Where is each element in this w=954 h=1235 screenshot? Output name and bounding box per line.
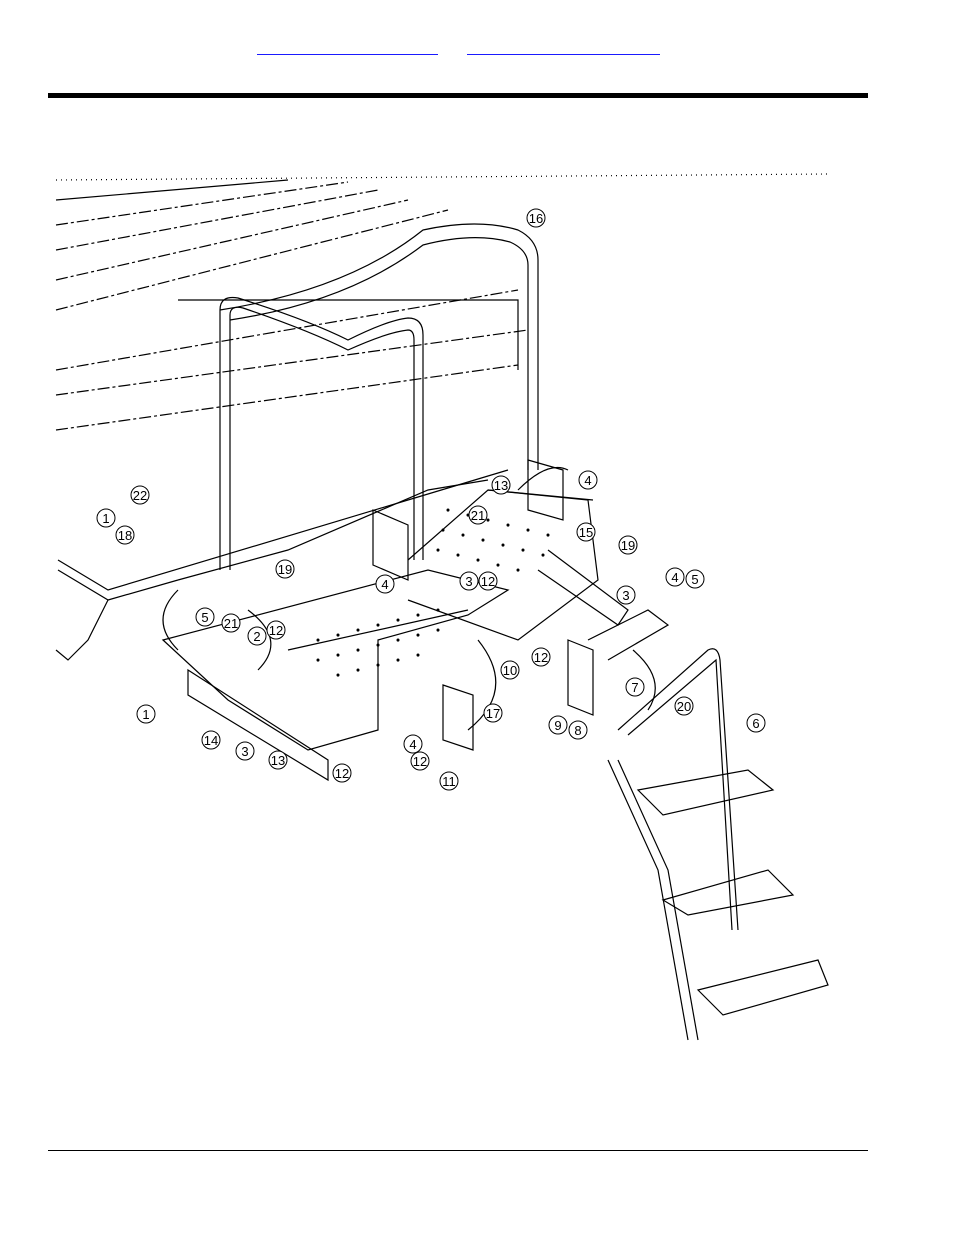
callout-22: 22 xyxy=(130,485,150,505)
callout-20-label: 20 xyxy=(677,699,691,714)
callout-12e: 12 xyxy=(332,763,352,783)
callout-22-label: 22 xyxy=(133,488,147,503)
callout-13a-label: 13 xyxy=(494,478,508,493)
callout-5b: 5 xyxy=(685,569,705,589)
callout-14: 14 xyxy=(201,730,221,750)
callout-4b: 4 xyxy=(375,574,395,594)
callout-12d: 12 xyxy=(410,751,430,771)
diagram-lines xyxy=(55,173,829,1041)
callout-12d-label: 12 xyxy=(413,754,427,769)
callout-4a: 4 xyxy=(578,470,598,490)
callout-4c: 4 xyxy=(665,567,685,587)
callout-12a-label: 12 xyxy=(481,574,495,589)
callout-1b: 1 xyxy=(136,704,156,724)
callout-17-label: 17 xyxy=(486,706,500,721)
callout-1b-label: 1 xyxy=(142,707,149,722)
callout-3c-label: 3 xyxy=(241,744,248,759)
header-link-1[interactable] xyxy=(257,46,438,55)
callout-19a: 19 xyxy=(618,535,638,555)
callout-17: 17 xyxy=(483,703,503,723)
callout-8-label: 8 xyxy=(574,723,581,738)
callout-12b: 12 xyxy=(266,620,286,640)
callout-20: 20 xyxy=(674,696,694,716)
callout-3a: 3 xyxy=(459,571,479,591)
callout-6: 6 xyxy=(746,713,766,733)
callout-3a-label: 3 xyxy=(465,574,472,589)
callout-4a-label: 4 xyxy=(584,473,591,488)
callout-7-label: 7 xyxy=(631,680,638,695)
callout-5a-label: 5 xyxy=(201,610,208,625)
callout-13a: 13 xyxy=(491,475,511,495)
header-rule xyxy=(48,93,868,98)
callout-1a-label: 1 xyxy=(102,511,109,526)
callout-10: 10 xyxy=(500,660,520,680)
parts-diagram: 16 4 13 21 15 19 22 1 18 19 5 4 3 12 3 4… xyxy=(48,170,830,1050)
callout-5a: 5 xyxy=(195,607,215,627)
callout-21a-label: 21 xyxy=(471,508,485,523)
callout-21b-label: 21 xyxy=(224,616,238,631)
callout-5b-label: 5 xyxy=(691,572,698,587)
callout-18-label: 18 xyxy=(118,528,132,543)
callout-6-label: 6 xyxy=(752,716,759,731)
callout-14-label: 14 xyxy=(204,733,218,748)
callout-12a: 12 xyxy=(478,571,498,591)
parts-diagram-svg: 16 4 13 21 15 19 22 1 18 19 5 4 3 12 3 4… xyxy=(55,173,829,1041)
callout-11: 11 xyxy=(439,771,459,791)
callout-8: 8 xyxy=(568,720,588,740)
callout-3c: 3 xyxy=(235,741,255,761)
header-link-2[interactable] xyxy=(467,46,660,55)
callout-15: 15 xyxy=(576,522,596,542)
callout-group: 16 4 13 21 15 19 22 1 18 19 5 4 3 12 3 4… xyxy=(96,208,766,791)
callout-13b: 13 xyxy=(268,750,288,770)
callout-19b-label: 19 xyxy=(278,562,292,577)
callout-16: 16 xyxy=(526,208,546,228)
callout-3b: 3 xyxy=(616,585,636,605)
callout-19a-label: 19 xyxy=(621,538,635,553)
callout-2-label: 2 xyxy=(253,629,260,644)
callout-9: 9 xyxy=(548,715,568,735)
callout-21a: 21 xyxy=(468,505,488,525)
callout-4c-label: 4 xyxy=(671,570,678,585)
callout-4d-label: 4 xyxy=(409,737,416,752)
callout-12c: 12 xyxy=(531,647,551,667)
callout-15-label: 15 xyxy=(579,525,593,540)
callout-13b-label: 13 xyxy=(271,753,285,768)
callout-21b: 21 xyxy=(221,613,241,633)
callout-1a: 1 xyxy=(96,508,116,528)
callout-12b-label: 12 xyxy=(269,623,283,638)
footer-rule xyxy=(48,1150,868,1151)
callout-3b-label: 3 xyxy=(622,588,629,603)
callout-9-label: 9 xyxy=(554,718,561,733)
callout-4d: 4 xyxy=(403,734,423,754)
callout-16-label: 16 xyxy=(529,211,543,226)
callout-11-label: 11 xyxy=(442,774,456,789)
callout-12c-label: 12 xyxy=(534,650,548,665)
callout-12e-label: 12 xyxy=(335,766,349,781)
callout-7: 7 xyxy=(625,677,645,697)
callout-19b: 19 xyxy=(275,559,295,579)
callout-4b-label: 4 xyxy=(381,577,388,592)
callout-18: 18 xyxy=(115,525,135,545)
callout-2: 2 xyxy=(247,626,267,646)
callout-10-label: 10 xyxy=(503,663,517,678)
